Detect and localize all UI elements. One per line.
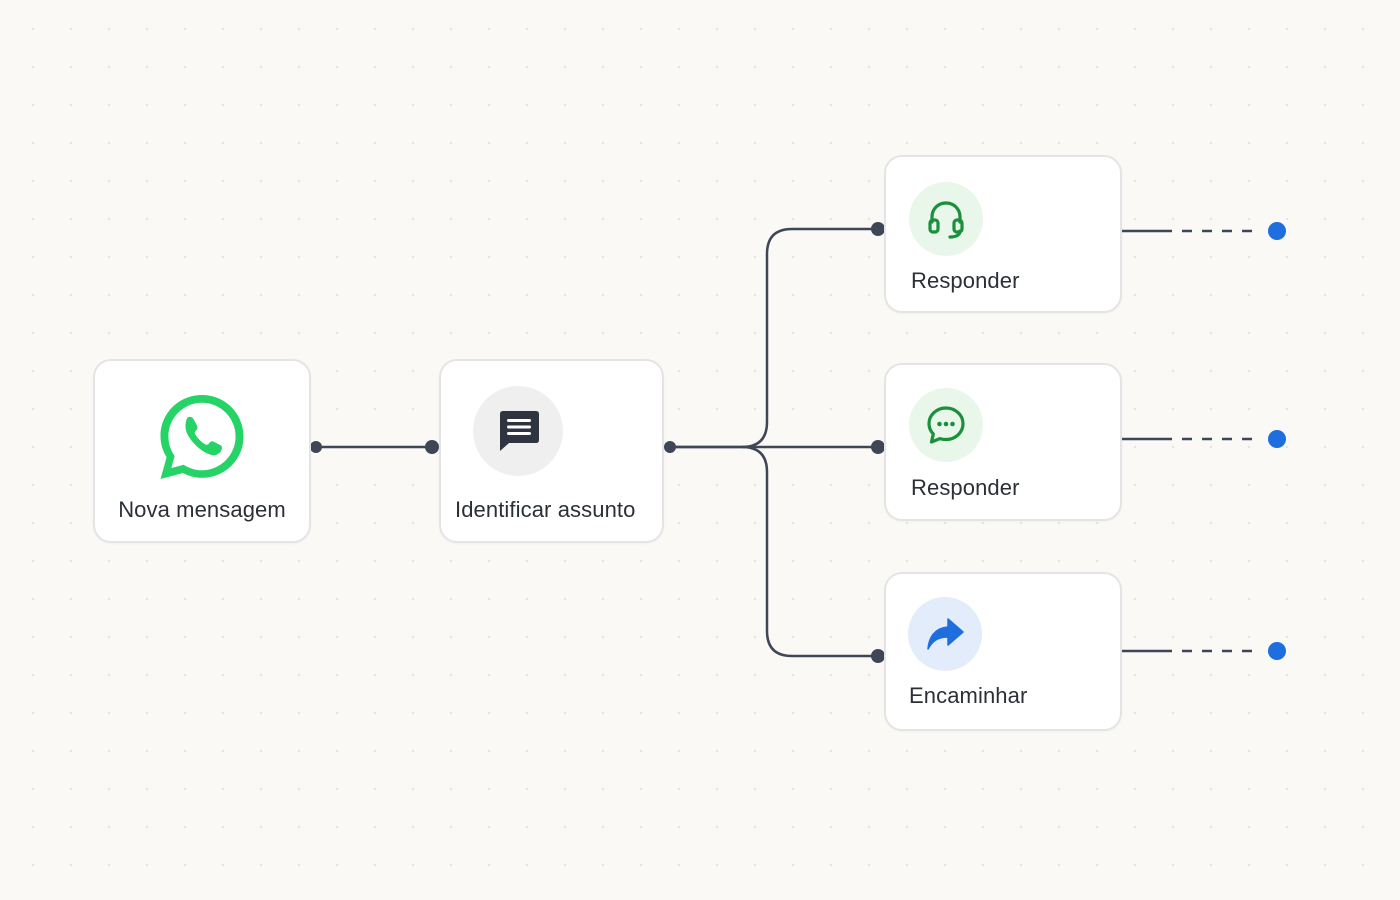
connector-classify-to-reply-support[interactable]	[670, 227, 878, 449]
forward-node[interactable]: Encaminhar	[884, 572, 1122, 731]
forward-output-port[interactable]	[1268, 642, 1286, 660]
classify-output-port[interactable]	[664, 441, 676, 453]
whatsapp-icon	[156, 391, 248, 483]
reply-chat-node[interactable]: Responder	[884, 363, 1122, 521]
reply-chat-node-label: Responder	[911, 475, 1020, 500]
message-square-icon	[473, 386, 563, 476]
classify-node[interactable]: Identificar assunto	[439, 359, 664, 543]
reply-support-node-label: Responder	[911, 268, 1020, 293]
chat-dots-icon	[909, 388, 983, 462]
reply-support-input-port[interactable]	[871, 222, 885, 236]
classify-node-label: Identificar assunto	[455, 497, 636, 522]
trigger-node[interactable]: Nova mensagem	[93, 359, 311, 543]
reply-chat-input-port[interactable]	[871, 440, 885, 454]
trigger-output-port[interactable]	[310, 441, 322, 453]
forward-input-port[interactable]	[871, 649, 885, 663]
reply-chat-output-port[interactable]	[1268, 430, 1286, 448]
forward-arrow-icon	[908, 597, 982, 671]
reply-support-node[interactable]: Responder	[884, 155, 1122, 313]
forward-node-label: Encaminhar	[909, 683, 1028, 708]
headset-icon	[909, 182, 983, 256]
connector-classify-to-forward[interactable]	[741, 445, 878, 658]
classify-input-port[interactable]	[425, 440, 439, 454]
reply-support-output-port[interactable]	[1268, 222, 1286, 240]
trigger-node-label: Nova mensagem	[118, 497, 286, 522]
